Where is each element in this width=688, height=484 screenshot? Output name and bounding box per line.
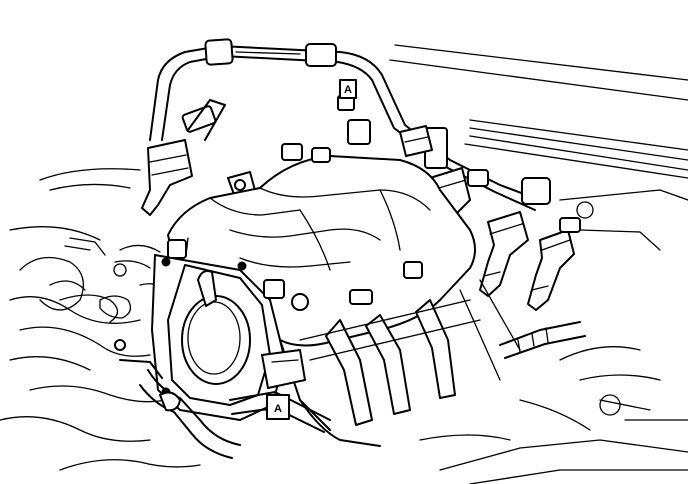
symbol-a-label: A bbox=[274, 403, 282, 415]
fuel-rail bbox=[149, 38, 541, 211]
front-hoses bbox=[119, 321, 586, 459]
injector-4 bbox=[479, 211, 529, 297]
symbol-marker-b: A bbox=[339, 79, 357, 99]
symbol-b-label: A bbox=[344, 84, 352, 96]
engine-bay-background bbox=[389, 44, 688, 484]
injector-5 bbox=[521, 177, 575, 311]
misc-fittings bbox=[114, 125, 581, 351]
lower-intake-runners bbox=[279, 279, 521, 431]
sensor-connector bbox=[261, 349, 306, 389]
symbol-marker-a: A bbox=[266, 394, 290, 420]
injector-1 bbox=[141, 99, 226, 216]
